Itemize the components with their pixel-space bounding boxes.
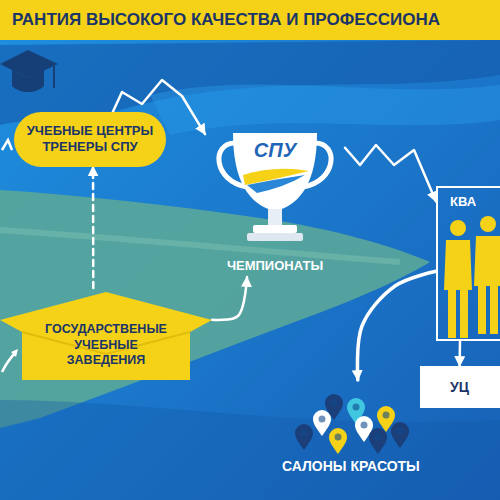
node-label: УЦ	[450, 379, 500, 395]
pin-body	[391, 422, 409, 448]
pin-hole	[396, 428, 403, 435]
pin-hole	[352, 404, 359, 411]
map-pins: САЛОНЫ КРАСОТЫ	[282, 380, 420, 474]
node-label: КВА	[450, 194, 500, 209]
person-leg	[478, 286, 486, 334]
graduation-cap-icon	[0, 50, 58, 92]
person-leg	[490, 286, 498, 334]
small-arrow	[2, 352, 16, 372]
cup-base	[247, 233, 303, 241]
flow-arrow	[458, 341, 461, 366]
map-pin	[329, 428, 347, 454]
person-leg	[448, 290, 456, 338]
cap-top	[0, 50, 58, 78]
flow-arrow	[357, 271, 436, 380]
framed-box: КВА	[436, 186, 500, 341]
map-pin	[391, 422, 409, 448]
brush-stroke	[0, 400, 500, 500]
pin-hole	[382, 412, 389, 419]
people-silhouettes	[438, 188, 500, 343]
person-head	[450, 220, 466, 236]
map-pin	[313, 410, 331, 436]
cap-tassel	[53, 66, 55, 88]
cap-shape	[0, 292, 212, 380]
pin-body	[329, 428, 347, 454]
pin-body	[313, 410, 331, 436]
title-banner: РАНТИЯ ВЫСОКОГО КАЧЕСТВА И ПРОФЕССИОНА	[0, 0, 500, 40]
pin-hole	[330, 400, 337, 407]
person-leg	[460, 290, 468, 338]
trophy-cup: СПУ ЧЕМПИОНАТЫ	[205, 125, 345, 277]
person-silhouette	[474, 216, 500, 334]
person-body	[474, 236, 500, 286]
pin-hole	[360, 422, 367, 429]
cup-swoosh	[247, 175, 305, 193]
cap-body	[12, 70, 44, 92]
person-silhouette	[444, 220, 472, 338]
cup-stem	[268, 209, 282, 225]
pin-hole	[334, 434, 341, 441]
zigzag-mark	[2, 140, 12, 150]
flow-arrow	[92, 167, 95, 289]
node-label: ГОСУДАРСТВЕНЫЕ УЧЕБНЫЕ ЗАВЕДЕНИЯ	[40, 322, 172, 369]
pin-body	[369, 428, 387, 454]
cup-base	[253, 225, 297, 233]
map-pin	[369, 428, 387, 454]
node-label: САЛОНЫ КРАСОТЫ	[282, 458, 420, 474]
green-brush-band	[0, 190, 430, 428]
person-head	[480, 216, 496, 232]
pin-hole	[318, 416, 325, 423]
brush-streak	[0, 230, 400, 262]
cup-bowl	[233, 133, 317, 211]
node-label: УЧЕБНЫЕ ЦЕНТРЫ ТРЕНЕРЫ СПУ	[24, 123, 156, 156]
graduation-cap: ГОСУДАРСТВЕНЫЕ УЧЕБНЫЕ ЗАВЕДЕНИЯ	[0, 288, 212, 384]
pin-hole	[300, 430, 307, 437]
flow-arrow	[212, 277, 247, 320]
pin-body	[295, 424, 313, 450]
brush-stroke	[150, 85, 500, 135]
node-label: СПУ	[254, 139, 296, 161]
person-body	[444, 240, 472, 290]
title-text: РАНТИЯ ВЫСОКОГО КАЧЕСТВА И ПРОФЕССИОНА	[0, 0, 500, 40]
rounded-box: УЧЕБНЫЕ ЦЕНТРЫ ТРЕНЕРЫ СПУ	[14, 112, 166, 167]
map-pin	[295, 424, 313, 450]
white-box: УЦ	[420, 366, 500, 408]
flow-arrow	[345, 145, 436, 202]
node-label: ЧЕМПИОНАТЫ	[227, 258, 323, 277]
map-pins-shape	[286, 380, 416, 456]
pin-hole	[374, 434, 381, 441]
small-arrow-head	[11, 349, 18, 357]
